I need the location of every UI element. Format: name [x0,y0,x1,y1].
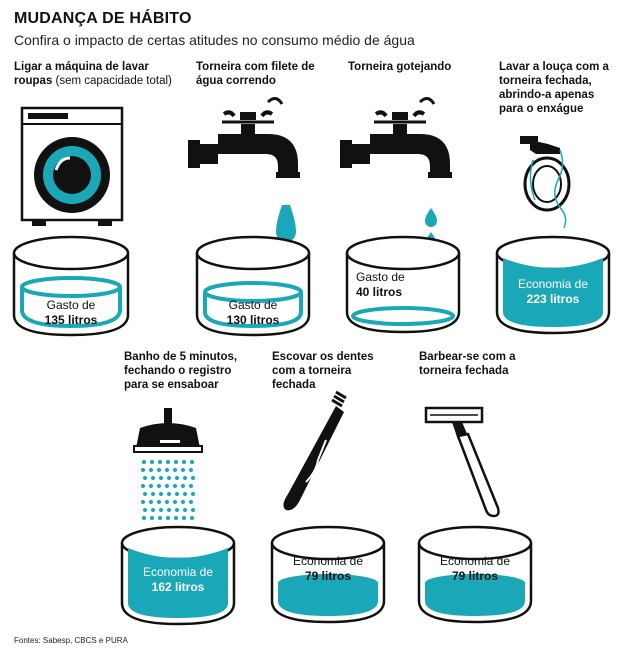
label-dishes: Lavar a louça com a torneira fechada, ab… [499,61,609,115]
bucket-shower [120,525,236,626]
bucket-washing-machine [12,235,130,337]
razor-icon [424,406,500,518]
infographic-title: MUDANÇA DE HÁBITO [14,10,192,27]
shower-water-drops [141,460,195,520]
label-shower: Banho de 5 minutos, fechando o registro … [124,351,238,391]
infographic-subtitle: Confira o impacto de certas atitudes no … [14,32,415,48]
bucket-dripping-tap [345,235,461,334]
bucket-toothbrush [270,525,386,624]
washing-machine-icon [20,106,124,226]
source-note: Fontes: Sabesp, CBCS e PURA [14,636,128,645]
toothbrush-icon [283,390,347,511]
dripping-tap-icon [338,96,454,180]
label-shaving: Barbear-se com a torneira fechada [419,351,516,377]
trickle-tap-icon [186,96,302,180]
drip-drop-1 [425,208,437,227]
label-trickle-tap: Torneira com filete de água correndo [196,61,315,87]
dishes-icon [520,136,571,229]
label-washing-machine: Ligar a máquina de lavar roupas (sem cap… [14,61,172,87]
trickle-water-drop [276,205,296,242]
shower-head-icon [133,408,203,453]
bucket-shaving [417,525,533,624]
bucket-dishes [495,235,611,335]
label-dripping-tap: Torneira gotejando [348,61,452,73]
bucket-trickle-tap [195,235,311,337]
label-toothbrush: Escovar os dentes com a torneira fechada [272,351,374,391]
